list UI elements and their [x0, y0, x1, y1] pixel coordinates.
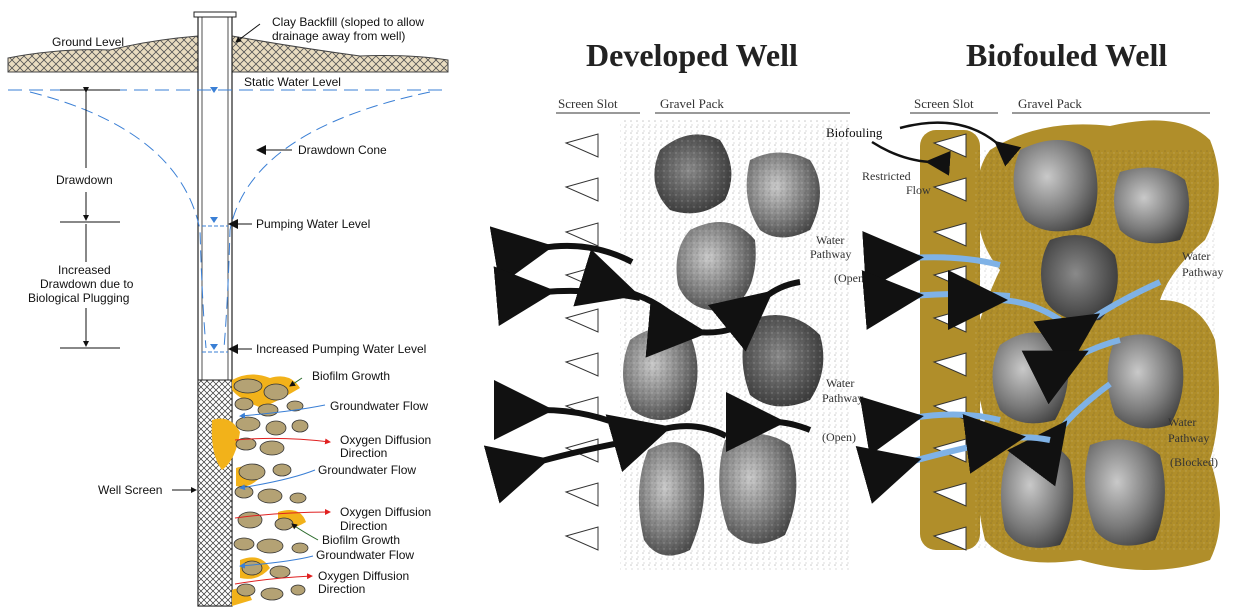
clay-backfill-label-2: drainage away from well): [272, 29, 405, 43]
oxygen-diffusion-arrow: [234, 509, 331, 519]
gravel-pack-header: Gravel Pack: [660, 96, 724, 111]
ground-layer: [7, 35, 199, 73]
water-pathway-status: (Blocked): [1170, 455, 1218, 469]
gravel-rocks: [620, 120, 850, 570]
drawdown-cone-right: [223, 91, 431, 349]
clay-backfill-label: Clay Backfill (sloped to allow: [272, 15, 424, 29]
well-cap: [193, 11, 237, 18]
groundwater-flow-label: Groundwater Flow: [330, 399, 428, 413]
developed-well-panel: Developed Well Screen Slot Gravel Pack: [483, 37, 868, 570]
oxygen-diffusion-direction-label: Direction: [318, 582, 365, 596]
biofilm-growth-label: Biofilm Growth: [322, 533, 400, 547]
increased-pumping-water-level-label: Increased Pumping Water Level: [256, 342, 426, 356]
increased-drawdown-label: Increased: [58, 263, 111, 277]
developed-well-title: Developed Well: [586, 37, 798, 73]
screen-slots: [564, 133, 599, 551]
gravel-pack-header: Gravel Pack: [1018, 96, 1082, 111]
oxygen-diffusion-arrow: [234, 573, 313, 585]
well-cross-section: Ground Level Clay Backfill (sloped to al…: [7, 11, 449, 607]
biofilm-growth-label: Biofilm Growth: [312, 369, 390, 383]
water-flow-arrows: [855, 231, 1162, 504]
pumping-water-level-label: Pumping Water Level: [256, 217, 370, 231]
groundwater-flow-arrow: [239, 404, 326, 419]
groundwater-flow-label: Groundwater Flow: [316, 548, 414, 562]
ground-level-label: Ground Level: [52, 35, 124, 49]
water-pathway-label-2: Pathway: [1168, 431, 1209, 445]
screen-slot-header: Screen Slot: [558, 96, 618, 111]
water-level-marker-pumping: [210, 217, 218, 223]
biofouled-well-title: Biofouled Well: [966, 37, 1167, 73]
static-water-level-label: Static Water Level: [244, 75, 341, 89]
gravel-biofilm-zone: [211, 374, 309, 606]
water-pathway-label: Water: [1182, 249, 1210, 263]
well-screen: [197, 379, 233, 607]
water-level-marker-increased: [210, 344, 218, 350]
biofilm-pointer: [289, 377, 303, 387]
water-pathway-label-2: Pathway: [810, 247, 851, 261]
biofouling-label: Biofouling: [826, 125, 883, 140]
groundwater-flow-arrow: [239, 555, 314, 569]
oxygen-diffusion-label: Oxygen Diffusion: [318, 569, 409, 583]
water-pathway-label-2: Pathway: [1182, 265, 1223, 279]
ground-layer-right: [231, 35, 449, 73]
restricted-flow-label: Restricted: [862, 169, 911, 183]
water-pathway-label: Water: [1168, 415, 1196, 429]
water-flow-arrows: [483, 226, 812, 504]
biofouling-arrow: [899, 121, 1022, 167]
drawdown-cone-left: [29, 91, 207, 349]
water-pathway-status: (Open): [834, 271, 868, 285]
water-level-marker-static: [210, 87, 218, 93]
water-pathway-label: Water: [816, 233, 844, 247]
oxygen-diffusion-direction-label: Direction: [340, 446, 387, 460]
oxygen-diffusion-label: Oxygen Diffusion: [340, 505, 431, 519]
drawdown-cone-label: Drawdown Cone: [298, 143, 387, 157]
biofouled-well-panel: Biofouled Well Screen Slot Gravel Pack: [826, 37, 1223, 570]
drawdown-label: Drawdown: [56, 173, 113, 187]
water-pathway-status: (Open): [822, 430, 856, 444]
groundwater-flow-arrow: [239, 469, 316, 491]
biofouling-arrow: [871, 140, 951, 176]
oxygen-diffusion-label: Oxygen Diffusion: [340, 433, 431, 447]
restricted-flow-label-2: Flow: [906, 183, 931, 197]
oxygen-diffusion-arrow: [234, 437, 331, 445]
well-screen-label: Well Screen: [98, 483, 162, 497]
increased-drawdown-label-2: Drawdown due to: [40, 277, 134, 291]
water-pathway-label: Water: [826, 376, 854, 390]
biofilm-pointer: [291, 523, 319, 541]
oxygen-diffusion-direction-label: Direction: [340, 519, 387, 533]
groundwater-flow-label: Groundwater Flow: [318, 463, 416, 477]
screen-slot-header: Screen Slot: [914, 96, 974, 111]
increased-drawdown-label-3: Biological Plugging: [28, 291, 129, 305]
water-pathway-label-2: Pathway: [822, 391, 863, 405]
